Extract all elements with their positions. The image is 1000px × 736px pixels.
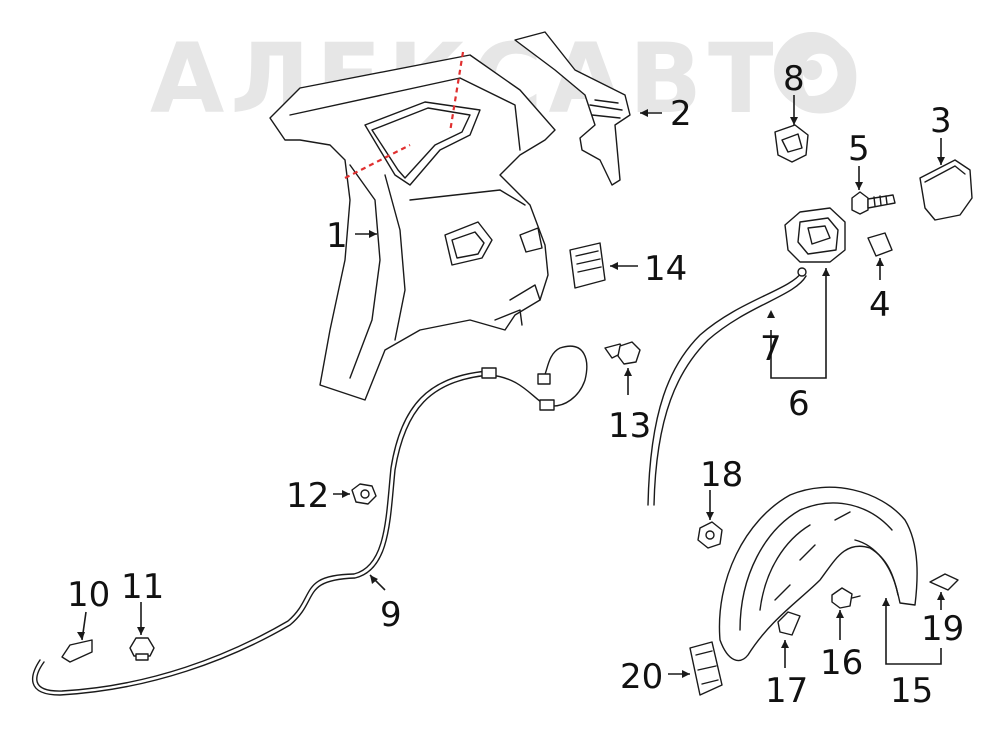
lid-actuator (774, 124, 809, 163)
push-clip-12 (351, 483, 377, 505)
wheel-house-liner (718, 486, 918, 662)
callout-labels: 1 2 3 4 5 6 7 8 9 10 11 12 13 14 15 16 1… (67, 59, 964, 711)
nut-18 (697, 521, 723, 549)
callout-12: 12 (286, 476, 329, 516)
callout-14: 14 (644, 249, 687, 289)
callout-6: 6 (788, 384, 810, 424)
callout-11: 11 (121, 567, 164, 607)
callout-17: 17 (765, 671, 808, 711)
fuel-filler-housing (784, 207, 846, 263)
callout-15: 15 (890, 671, 933, 711)
clip-11 (129, 637, 155, 661)
clip-17 (777, 611, 801, 636)
bolt-16 (831, 587, 861, 609)
callout-5: 5 (848, 129, 870, 169)
callout-16: 16 (820, 643, 863, 683)
callout-4: 4 (869, 285, 891, 325)
callout-19: 19 (921, 609, 964, 649)
bolt-5 (851, 191, 896, 215)
fuel-lid (919, 159, 973, 221)
callout-9: 9 (380, 595, 402, 635)
leader-arrows (77, 109, 945, 678)
quarter-panel (269, 54, 556, 401)
pillar-reinforcement (514, 31, 631, 186)
callout-18: 18 (700, 455, 743, 495)
bracket-14 (569, 242, 606, 289)
bolt-13 (604, 341, 641, 365)
callout-2: 2 (670, 94, 692, 134)
clip-4 (867, 232, 893, 257)
watermark-gear-icon (774, 32, 850, 108)
opener-cable (32, 345, 588, 696)
cut-line-marks (344, 51, 465, 179)
callout-1: 1 (326, 216, 348, 256)
callout-20: 20 (620, 657, 663, 697)
clip-19 (929, 573, 959, 591)
callout-8: 8 (783, 59, 805, 99)
callout-10: 10 (67, 575, 110, 615)
callout-7: 7 (760, 329, 782, 369)
drain-tube (647, 267, 807, 506)
callout-13: 13 (608, 406, 651, 446)
bracket-20 (689, 641, 723, 696)
cable-grommet-10 (61, 639, 93, 663)
callout-3: 3 (930, 101, 952, 141)
